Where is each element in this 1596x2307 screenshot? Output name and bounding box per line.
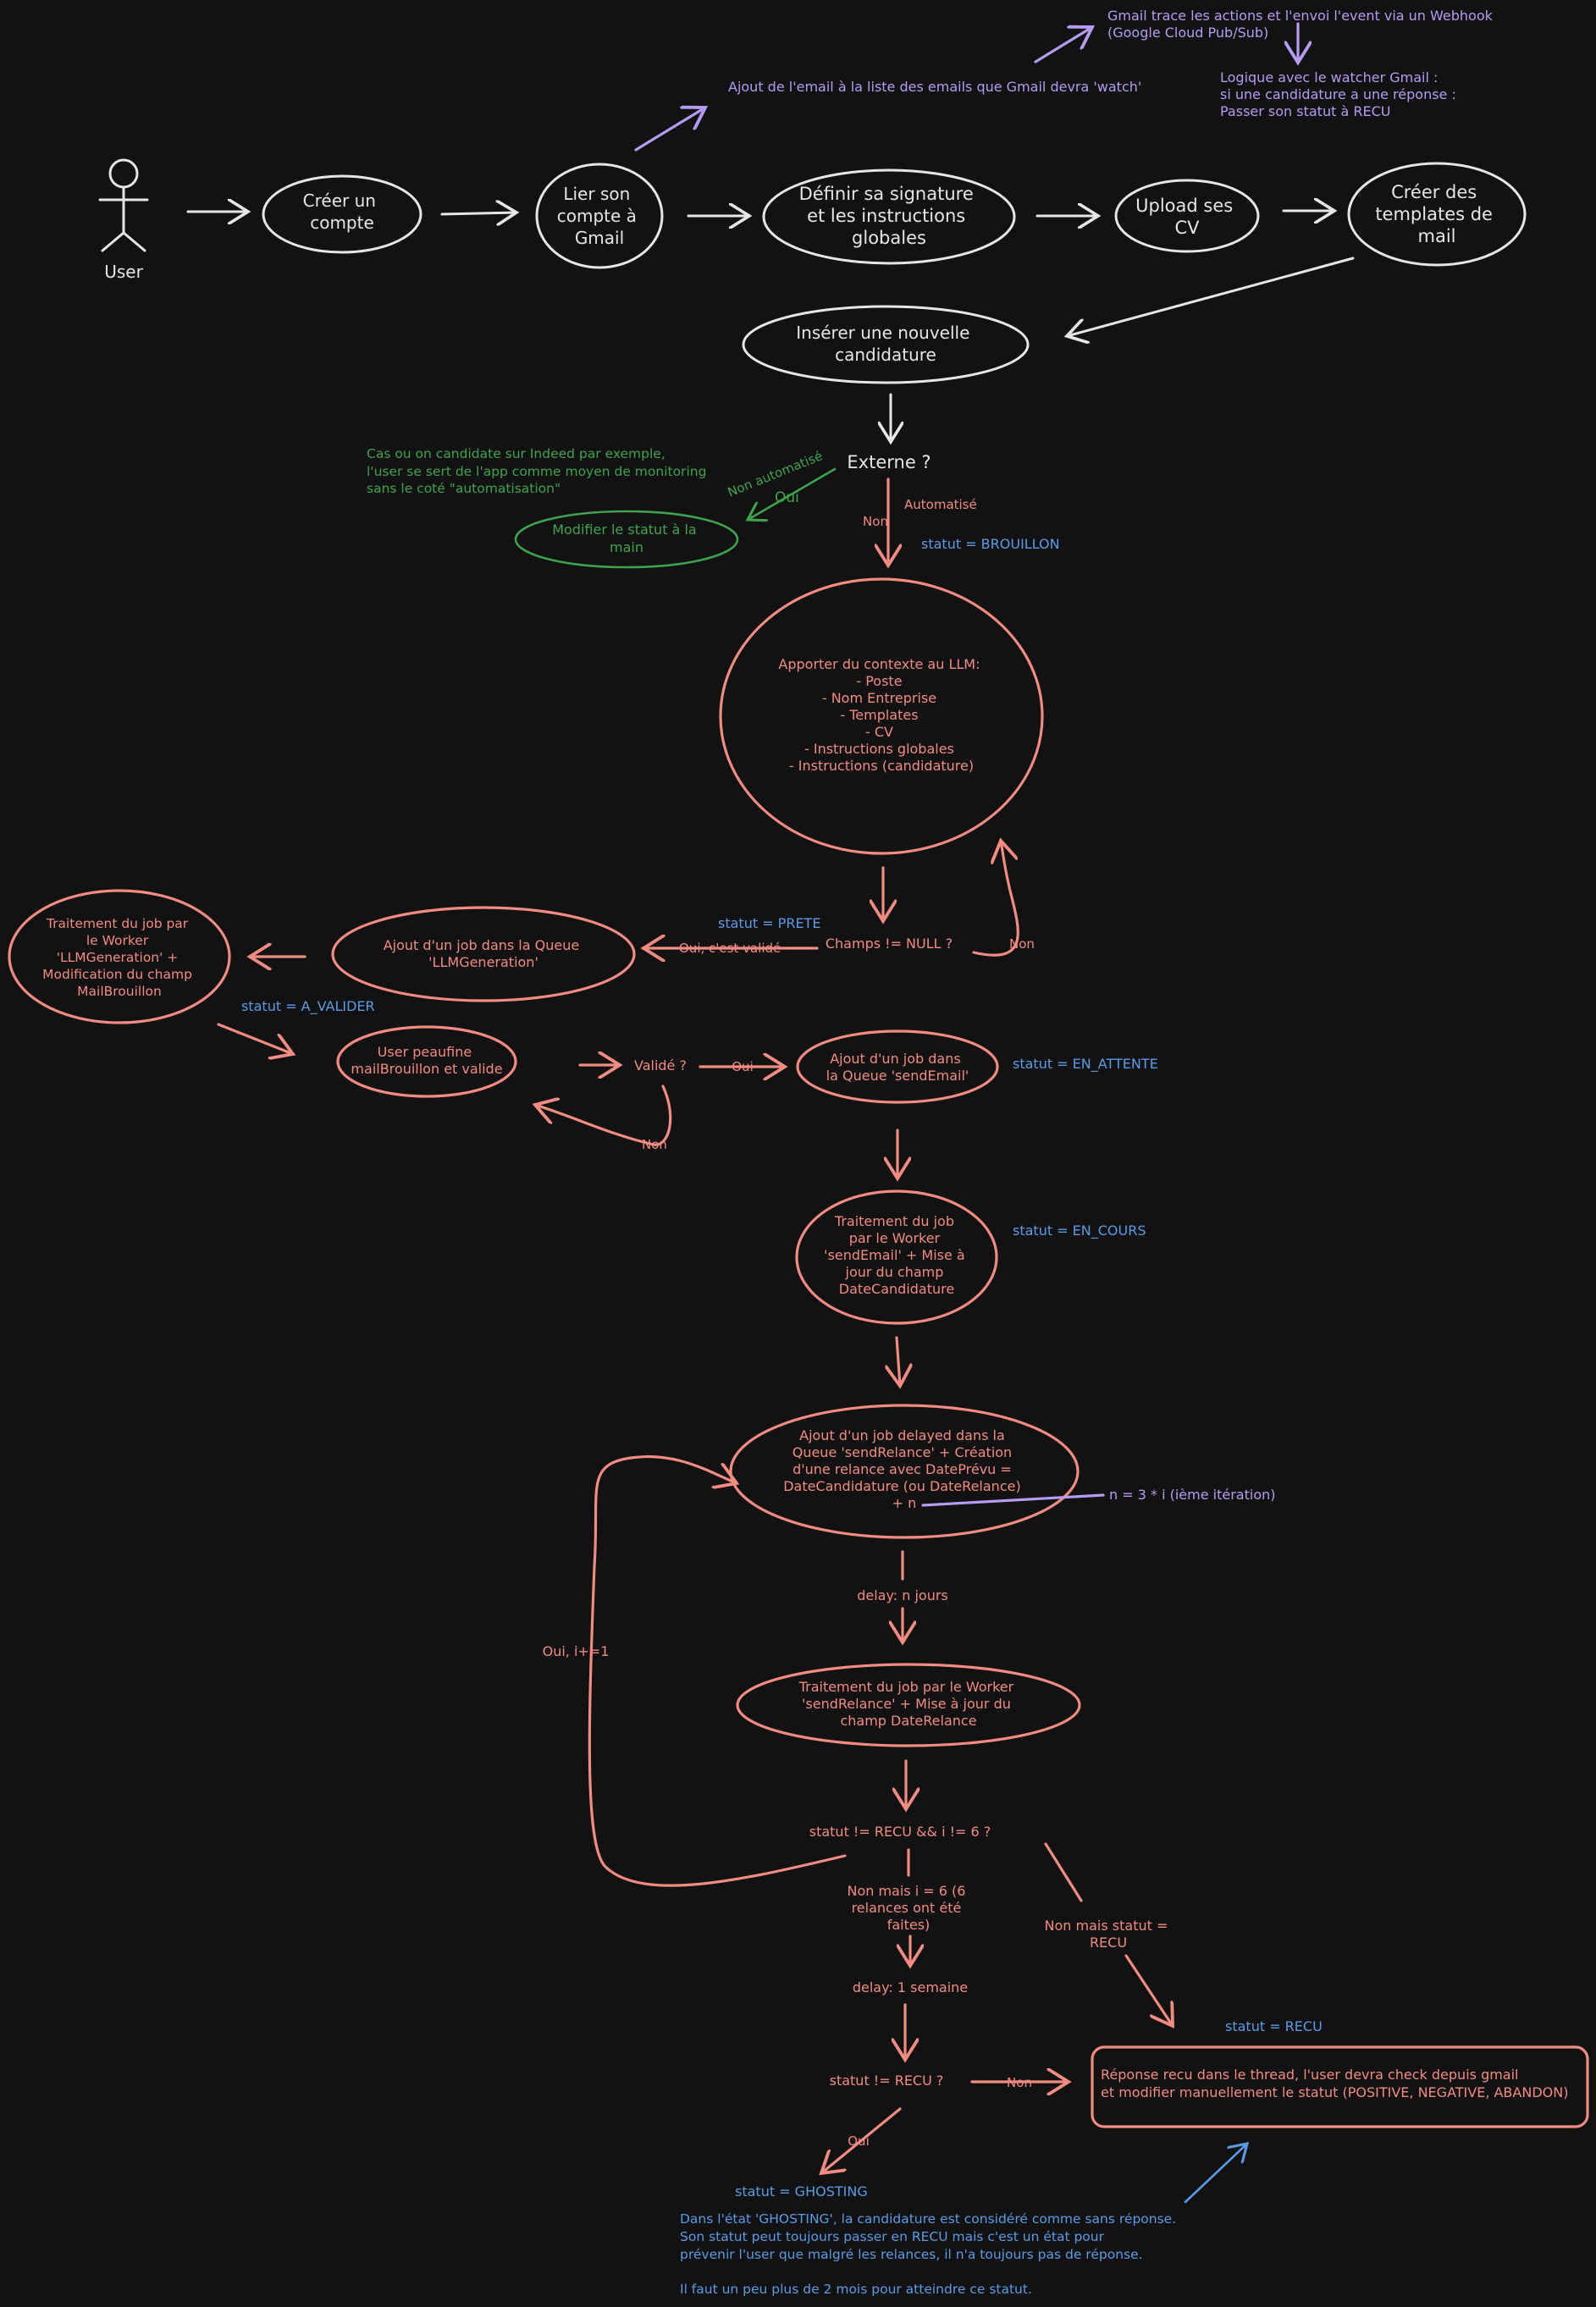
node-llm-queue-shape — [331, 906, 636, 1002]
delay-week: delay: 1 semaine — [853, 1979, 968, 1995]
arrow-relance-loop — [588, 1455, 847, 1887]
arrow-validated-non-loop — [535, 1085, 672, 1146]
status-ghosting: statut = GHOSTING — [735, 2183, 868, 2199]
arrow-external-to-manual — [748, 467, 837, 520]
label-final-oui: Oui — [848, 2133, 869, 2149]
label-fields-non: Non — [1009, 936, 1035, 952]
response-box-shape — [1091, 2045, 1589, 2128]
arrow-gmail-watch — [634, 108, 705, 152]
ghosting-note: Dans l'état 'GHOSTING', la candidature e… — [680, 2211, 1180, 2297]
actor-label: User — [104, 262, 143, 282]
external-note: Cas ou on candidate sur Indeed par exemp… — [367, 446, 710, 496]
node-llm-queue: Ajout d'un job dans la Queue 'LLMGenerat… — [384, 937, 584, 970]
gmail-watcher-logic: Logique avec le watcher Gmail : si une c… — [1220, 69, 1461, 119]
node-create-account: Créer un compte — [303, 190, 382, 233]
node-llm-context: Apporter du contexte au LLM: - Poste - N… — [778, 656, 984, 774]
node-signature-shape — [762, 168, 1016, 265]
node-templates-shape — [1347, 162, 1527, 267]
n-formula: n = 3 * i (ième itération) — [1109, 1487, 1275, 1503]
status-a-valider: statut = A_VALIDER — [241, 998, 375, 1015]
node-llm-worker: Traitement du job par le Worker 'LLMGene… — [42, 916, 196, 999]
label-non-recu: Non mais statut = RECU — [1045, 1918, 1173, 1951]
relance-condition: statut != RECU && i != 6 ? — [809, 1824, 991, 1840]
line-condition-to-recu-a — [1044, 1842, 1083, 1902]
arrow-gmail-webhook — [1034, 27, 1092, 63]
arrow-account-to-gmail — [440, 212, 516, 214]
node-send-queue-shape — [796, 1029, 999, 1104]
label-oui-external: Oui — [775, 489, 799, 506]
arrow-condition-to-response — [1124, 1954, 1173, 2026]
status-brouillon: statut = BROUILLON — [921, 536, 1060, 552]
node-templates: Créer des templates de mail — [1375, 182, 1498, 246]
status-recu: statut = RECU — [1225, 2018, 1323, 2034]
label-validated-non: Non — [642, 1137, 667, 1152]
label-oui-valide: Oui, c'est validé — [679, 941, 781, 956]
fields-question: Champs != NULL ? — [826, 935, 953, 952]
node-link-gmail: Lier son compte à Gmail — [557, 184, 643, 248]
node-relance-worker-shape — [736, 1663, 1081, 1747]
node-manual-status-shape — [514, 510, 739, 569]
node-signature: Définir sa signature et les instructions… — [799, 184, 980, 248]
node-send-worker-shape — [795, 1189, 998, 1325]
label-automatise: Automatisé — [904, 497, 977, 512]
node-send-worker: Traitement du job par le Worker 'sendEma… — [824, 1213, 969, 1297]
status-prete: statut = PRETE — [718, 915, 820, 931]
label-non-i6: Non mais i = 6 (6 relances ont été faite… — [847, 1883, 969, 1933]
delay-n: delay: n jours — [857, 1587, 948, 1603]
label-validated-oui: Oui — [732, 1059, 753, 1074]
arrow-worker-to-user — [217, 1023, 293, 1054]
node-llm-worker-shape — [8, 889, 231, 1024]
final-question: statut != RECU ? — [830, 2072, 944, 2089]
node-relance-worker: Traitement du job par le Worker 'sendRel… — [798, 1679, 1019, 1729]
user-actor: User — [98, 158, 149, 282]
node-insert-application: Insérer une nouvelle candidature — [796, 323, 975, 365]
external-question: Externe ? — [847, 452, 931, 472]
status-en-attente: statut = EN_ATTENTE — [1013, 1056, 1158, 1073]
response-box: Réponse recu dans le thread, l'user devr… — [1101, 2067, 1568, 2100]
arrow-fields-non-loop — [972, 841, 1019, 957]
label-non-external: Non — [863, 514, 888, 529]
label-loop: Oui, i+=1 — [543, 1643, 610, 1659]
node-manual-status: Modifier le statut à la main — [552, 522, 701, 555]
gmail-watch-note: Ajout de l'email à la liste des emails q… — [728, 79, 1141, 95]
arrow-send-worker-to-delayed — [897, 1336, 900, 1386]
node-llm-context-shape — [719, 577, 1044, 855]
arrow-templates-to-insert — [1067, 257, 1355, 336]
node-create-account-shape — [262, 174, 422, 254]
node-user-refines-shape — [336, 1025, 517, 1098]
node-user-refines: User peaufine mailBrouillon et valide — [351, 1044, 502, 1077]
node-upload-cv-shape — [1114, 179, 1260, 253]
stick-figure-icon — [98, 158, 149, 252]
node-send-queue: Ajout d'un job dans la Queue 'sendEmail' — [826, 1051, 969, 1084]
node-link-gmail-shape — [535, 163, 664, 269]
line-n-formula — [921, 1493, 1105, 1507]
node-upload-cv: Upload ses CV — [1135, 196, 1239, 238]
node-delayed-job: Ajout d'un job delayed dans la Queue 'se… — [783, 1427, 1025, 1511]
label-final-non: Non — [1007, 2075, 1032, 2090]
validated-question: Validé ? — [634, 1057, 687, 1073]
arrow-final-oui — [821, 2107, 902, 2173]
gmail-webhook-note: Gmail trace les actions et l'envoi l'eve… — [1107, 8, 1497, 41]
arrow-ghosting-to-response — [1184, 2144, 1247, 2204]
node-insert-application-shape — [742, 305, 1030, 384]
status-en-cours: statut = EN_COURS — [1013, 1222, 1146, 1239]
